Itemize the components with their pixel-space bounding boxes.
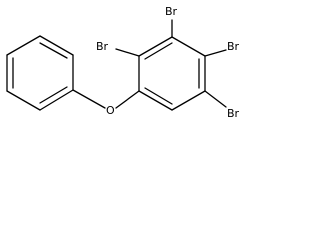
ether-bond-right bbox=[115, 90, 140, 109]
atom-label-br-right-upper: Br bbox=[227, 40, 240, 53]
ether-linkage bbox=[72, 89, 140, 109]
atom-label-br-top: Br bbox=[165, 5, 178, 18]
ring-bond-5 bbox=[171, 90, 206, 111]
bromine-bonds bbox=[115, 19, 227, 108]
atom-label-oxygen: O bbox=[106, 104, 115, 117]
phenyl-bond-1 bbox=[39, 89, 74, 111]
brominated-ring bbox=[138, 36, 206, 111]
ether-bond-left bbox=[72, 89, 106, 109]
atom-label-br-upper-left: Br bbox=[96, 40, 109, 53]
phenyl-double-bond-2 bbox=[39, 42, 68, 59]
bond-to-br-right-upper bbox=[204, 49, 227, 57]
atom-label-br-right-lower: Br bbox=[227, 107, 240, 120]
ring-double-bond-1 bbox=[144, 42, 173, 60]
ring-double-bond-3 bbox=[144, 87, 173, 105]
molecule-diagram: Br Br Br Br O bbox=[0, 0, 258, 137]
phenyl-ring bbox=[6, 35, 74, 111]
ring-bond-2 bbox=[138, 36, 173, 57]
ring-bond-3 bbox=[171, 36, 206, 57]
phenyl-bond-5 bbox=[39, 35, 74, 56]
phenyl-bond-2 bbox=[6, 90, 41, 111]
bond-to-br-upper-left bbox=[115, 48, 140, 57]
structure-svg: Br Br Br Br O bbox=[6, 5, 240, 120]
bond-to-br-right-lower bbox=[204, 90, 227, 108]
phenyl-double-bond-3 bbox=[39, 86, 68, 104]
phenyl-bond-4 bbox=[6, 35, 41, 56]
ring-bond-6 bbox=[138, 90, 173, 111]
